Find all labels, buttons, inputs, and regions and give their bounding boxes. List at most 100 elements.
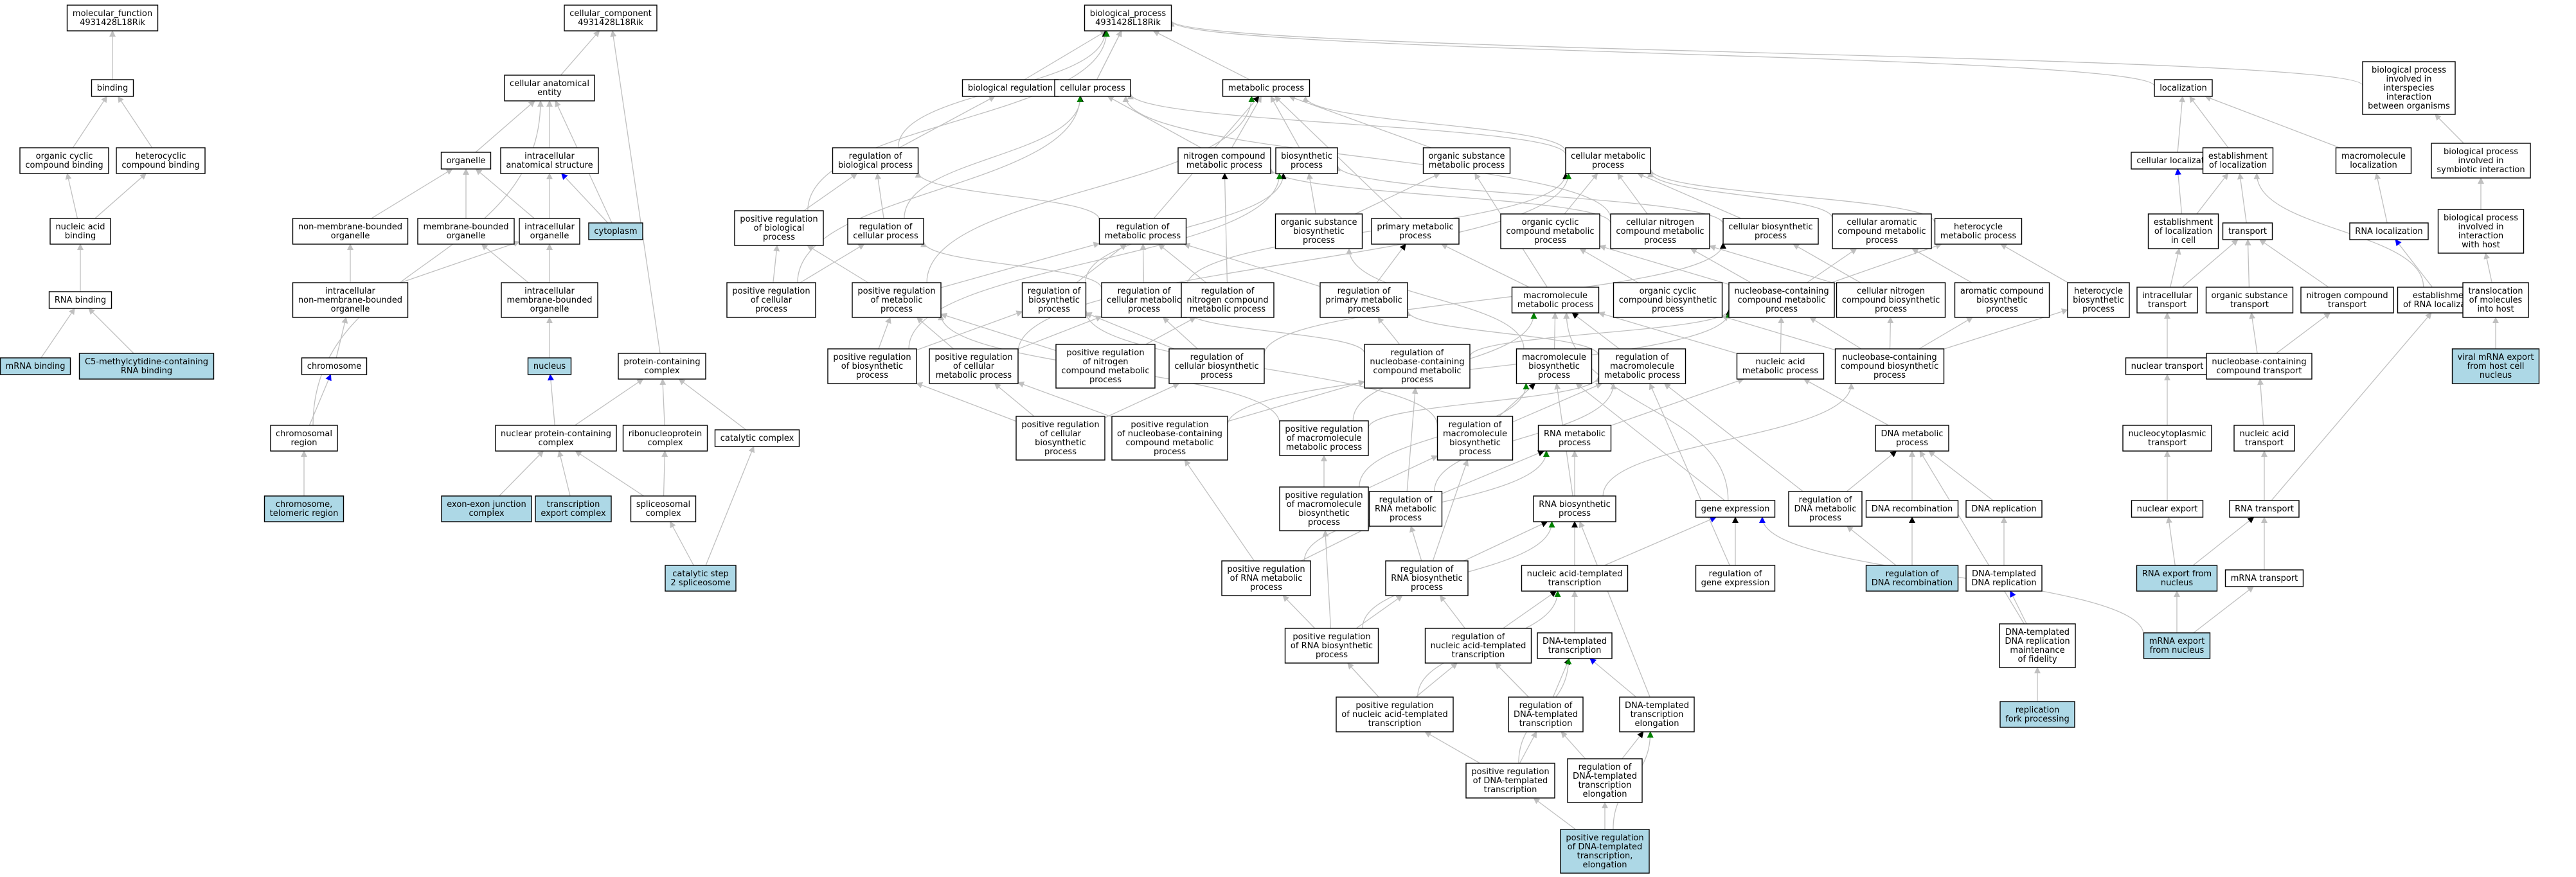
go-term-node-cellproc[interactable]: cellular process: [1054, 79, 1131, 97]
go-term-node-catcomplex[interactable]: catalytic complex: [714, 429, 800, 447]
go-term-node-mrnabind[interactable]: mRNA binding: [0, 357, 71, 375]
go-term-node-bioreg[interactable]: biological regulation: [962, 79, 1059, 97]
go-term-node-rnatransport[interactable]: RNA transport: [2229, 500, 2300, 518]
go-term-node-regdtte[interactable]: regulation ofDNA-templatedtranscriptione…: [1567, 758, 1643, 803]
go-term-node-localization[interactable]: localization: [2154, 79, 2213, 97]
go-term-node-rnaloc[interactable]: RNA localization: [2349, 222, 2429, 240]
go-term-node-dnarecomb[interactable]: DNA recombination: [1865, 500, 1959, 518]
go-term-node-nucleus[interactable]: nucleus: [527, 357, 572, 375]
go-term-node-regmacrobp[interactable]: regulation ofmacromoleculebiosyntheticpr…: [1436, 416, 1514, 461]
go-term-node-dnarepl[interactable]: DNA replication: [1965, 500, 2043, 518]
go-term-node-geneexpr[interactable]: gene expression: [1695, 500, 1776, 518]
go-term-node-transport[interactable]: transport: [2222, 222, 2273, 240]
go-term-node-metproc[interactable]: metabolic process: [1222, 79, 1310, 97]
go-term-node-binding[interactable]: binding: [91, 79, 134, 97]
go-term-node-rnabind[interactable]: RNA binding: [48, 291, 112, 309]
go-term-node-nucltransport[interactable]: nuclear transport: [2125, 357, 2210, 375]
go-term-node-nuclexport[interactable]: nuclear export: [2131, 500, 2204, 518]
go-term-node-incnmbo[interactable]: intracellularnon-membrane-boundedorganel…: [292, 282, 409, 318]
go-term-node-cytoplasm[interactable]: cytoplasm: [588, 222, 643, 240]
go-term-node-organelle[interactable]: organelle: [440, 152, 492, 170]
